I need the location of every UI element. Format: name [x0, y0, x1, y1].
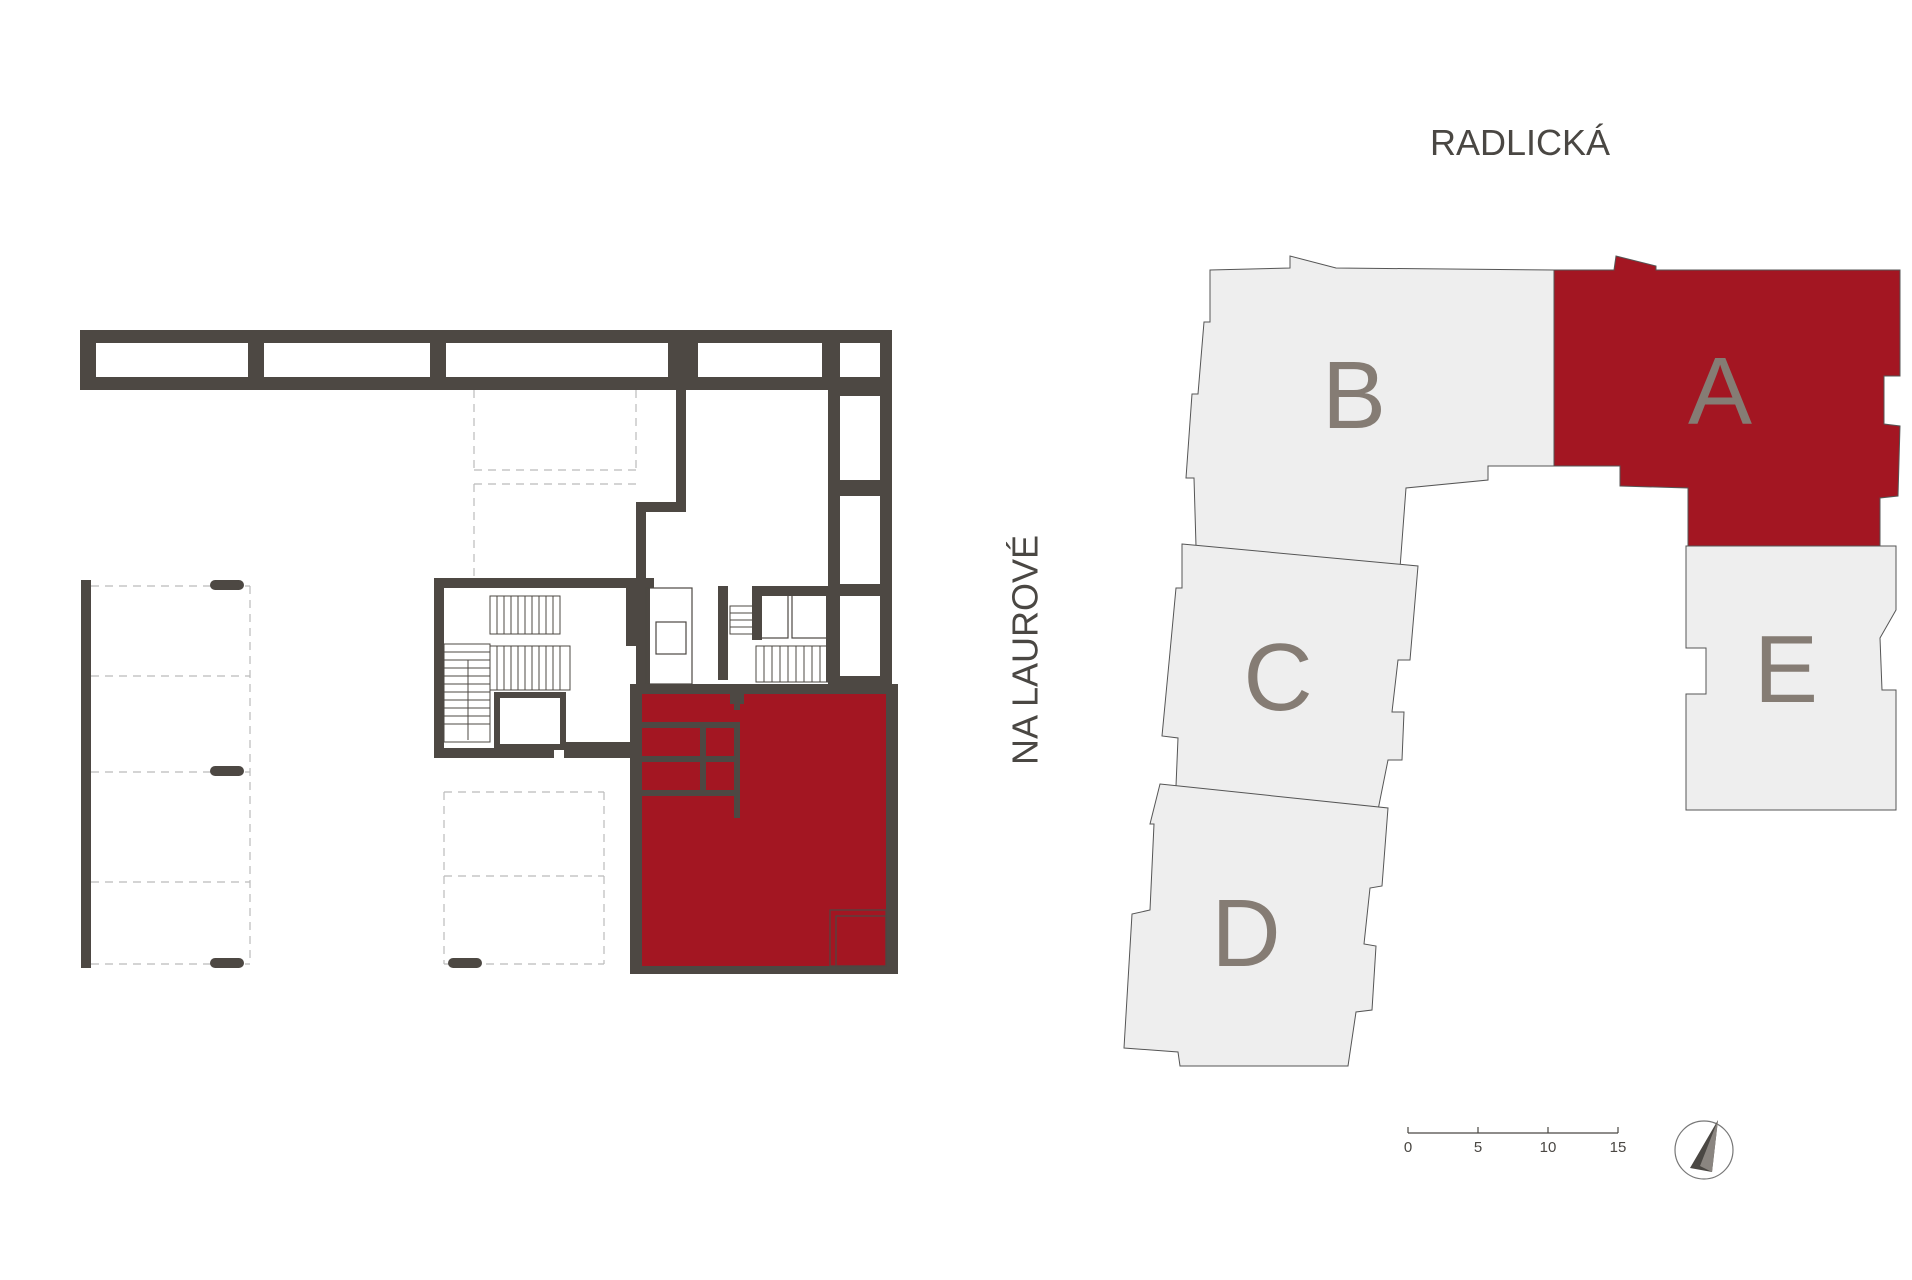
selected-unit[interactable] [630, 684, 898, 974]
building-label-c: C [1243, 624, 1312, 731]
floor-plan [80, 330, 898, 974]
building-label-a: A [1688, 338, 1752, 445]
street-label-west: NA LAUROVÉ [1005, 535, 1046, 765]
core-wall [826, 586, 836, 682]
core-wall [636, 385, 686, 590]
scale-bar: 0 5 10 15 [1404, 1127, 1627, 1156]
stair-wall [564, 742, 634, 758]
building-label-e: E [1754, 616, 1818, 723]
north-arrow-icon [1674, 1120, 1734, 1180]
scale-tick-5: 5 [1474, 1139, 1482, 1156]
stair-wall [626, 586, 638, 646]
staircase-left [443, 595, 571, 743]
site-plan-buildings: A B C D E [1123, 255, 1901, 1067]
opening [840, 596, 880, 676]
opening [840, 396, 880, 480]
opening [698, 343, 822, 377]
core-wall [718, 586, 728, 680]
stair-wall [434, 748, 554, 758]
opening [264, 343, 430, 377]
core-wall [752, 586, 762, 640]
street-label-north: RADLICKÁ [1430, 122, 1610, 163]
building-b[interactable] [1185, 255, 1555, 569]
building-a[interactable] [1553, 255, 1901, 547]
opening [840, 496, 880, 584]
staircase-right-lower [755, 645, 839, 683]
building-label-b: B [1322, 342, 1386, 449]
building-d[interactable] [1123, 783, 1389, 1067]
building-e[interactable] [1685, 545, 1897, 811]
lift-shaft [500, 698, 560, 744]
scale-tick-15: 15 [1610, 1139, 1627, 1156]
parking-area [81, 390, 637, 968]
stair-wall [434, 578, 444, 758]
opening [840, 343, 880, 377]
scale-tick-10: 10 [1540, 1139, 1557, 1156]
scale-tick-0: 0 [1404, 1139, 1412, 1156]
stair-wall [434, 578, 654, 588]
opening [96, 343, 248, 377]
building-c[interactable] [1161, 543, 1419, 811]
opening [446, 343, 668, 377]
building-label-d: D [1211, 880, 1280, 987]
